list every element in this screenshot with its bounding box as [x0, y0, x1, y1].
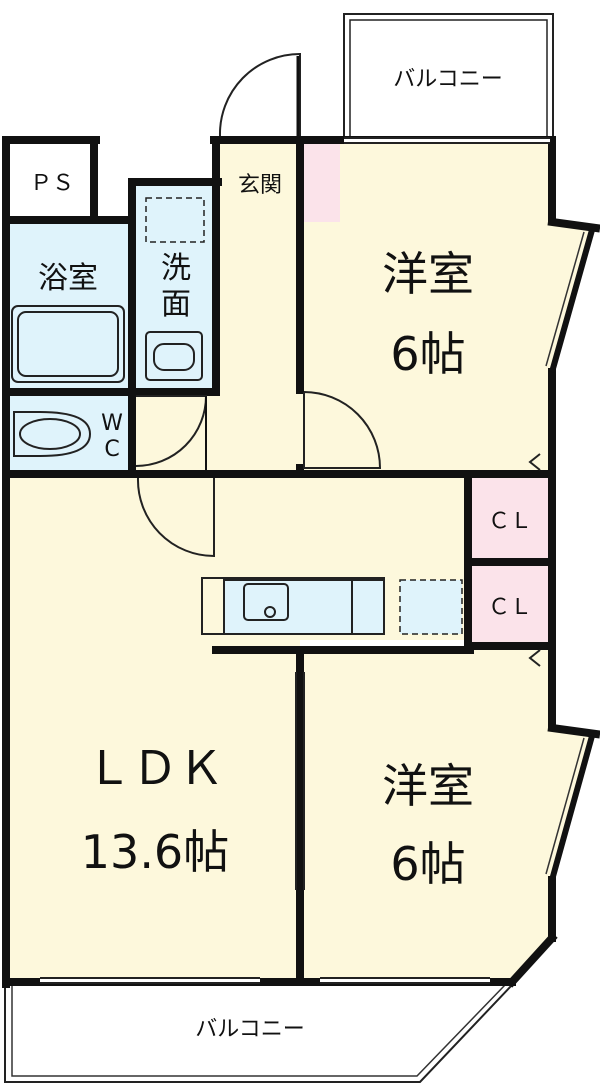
closet-top-door [528, 453, 541, 471]
western-room-top [300, 140, 592, 472]
western-room-top-name: 洋室 [382, 247, 474, 301]
washroom-label-1: 洗面 [161, 251, 191, 322]
window-top-right [549, 229, 595, 373]
ldk-size: 13.6帖 [81, 825, 229, 879]
entrance-step [300, 142, 340, 222]
balcony-top-label: バルコニー [393, 67, 503, 92]
wc-label-w: W [101, 411, 123, 436]
entrance-label: 玄関 [238, 173, 282, 198]
closet-bottom [470, 566, 550, 644]
window-top-right-inner [545, 231, 585, 367]
ldk-name: ＬＤＫ [86, 741, 224, 795]
toilet-seat [19, 418, 81, 450]
window-bottom-right-inner [545, 737, 585, 875]
balcony-bottom-inner-rail [11, 984, 506, 1077]
ps-label: ＰＳ [30, 171, 74, 196]
western-room-top-door-swing [303, 391, 382, 469]
kitchen-sink-basin [243, 583, 289, 621]
fridge-space [399, 579, 463, 635]
wc-label-c: C [104, 437, 119, 462]
entrance-door-swing [218, 52, 301, 137]
western-room-bottom-size: 6帖 [390, 837, 465, 891]
western-room-bottom [300, 648, 592, 980]
closet-top [470, 476, 550, 558]
washbasin-bowl [153, 343, 195, 371]
washing-machine-space [145, 197, 205, 243]
window-bottom-right [549, 735, 595, 881]
kitchen-drain [264, 606, 276, 618]
hall-floor [134, 392, 304, 472]
bathroom-label: 浴室 [38, 261, 98, 296]
ps-shaft [8, 142, 92, 218]
balcony-bottom-label: バルコニー [195, 1017, 305, 1042]
western-room-bottom-name: 洋室 [382, 759, 474, 813]
western-room-top-size: 6帖 [390, 327, 465, 381]
closet-bottom-door [528, 649, 541, 667]
bathtub [11, 305, 125, 383]
bathtub-inner [17, 311, 119, 377]
closet-bottom-label: ＣＬ [488, 595, 532, 620]
closet-top-label: ＣＬ [488, 509, 532, 534]
ldk-door-swing [136, 477, 215, 558]
